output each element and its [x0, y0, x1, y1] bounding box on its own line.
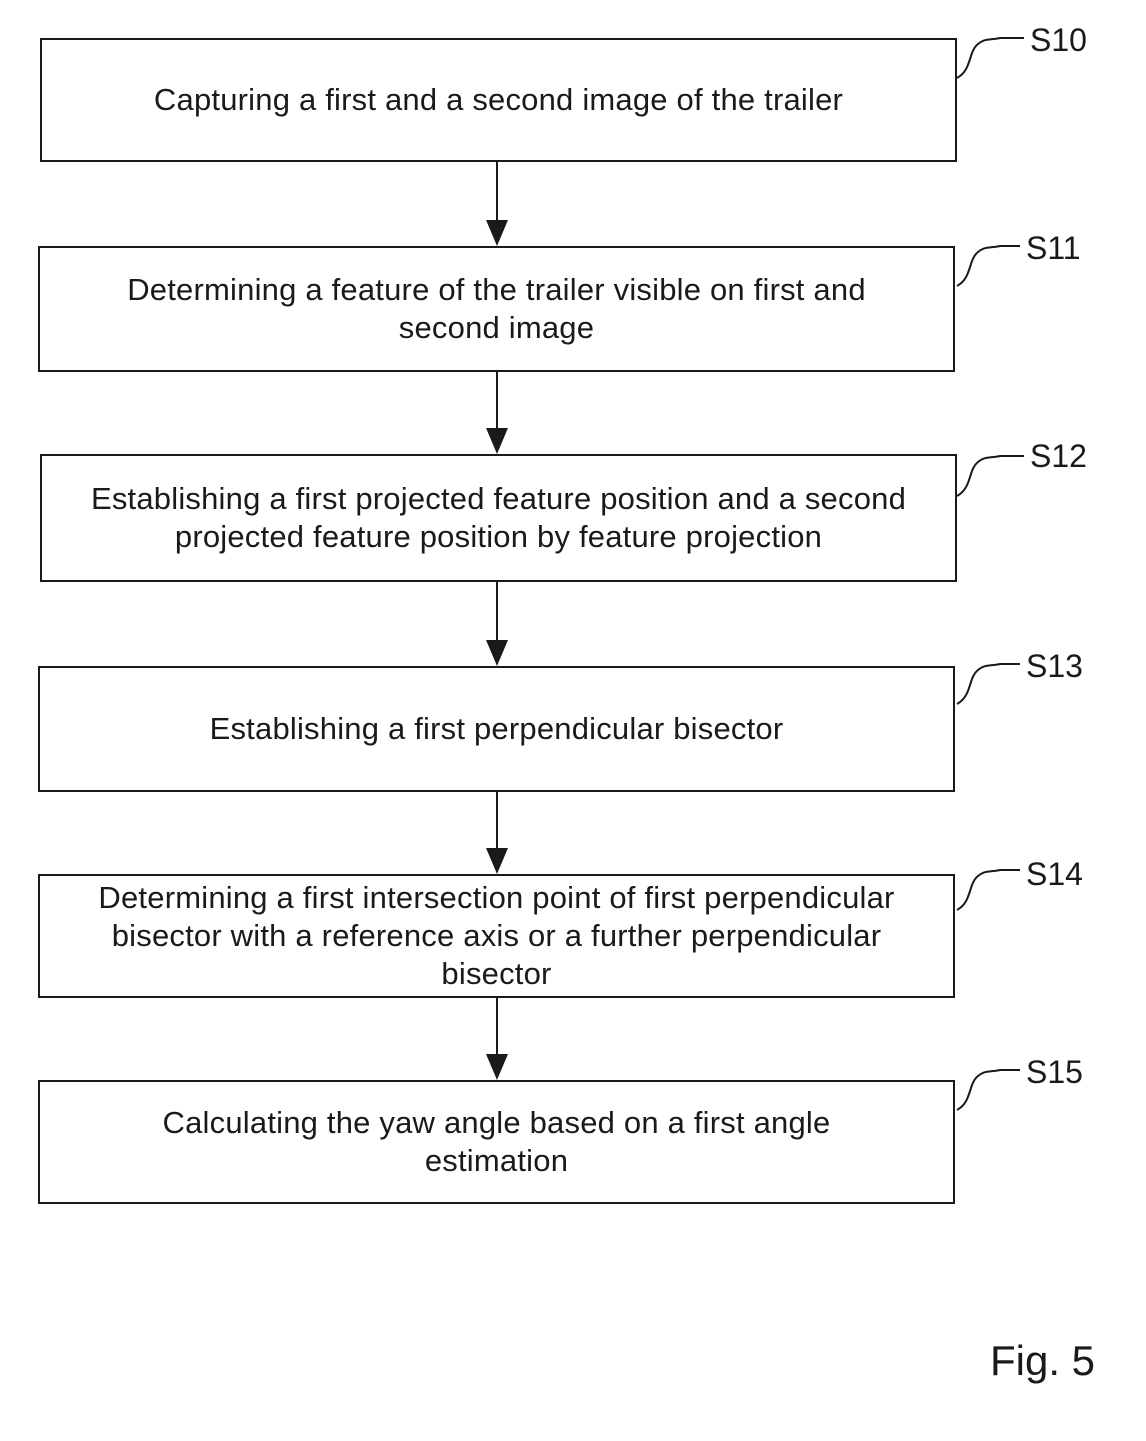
step-label-s14: S14: [1026, 856, 1083, 892]
step-text-s15: Calculating the yaw angle based on a fir…: [161, 1104, 833, 1180]
step-text-s14: Determining a first intersection point o…: [96, 879, 896, 993]
leader-s10: [957, 38, 1024, 78]
leader-s14: [957, 870, 1020, 910]
leader-s13: [957, 664, 1020, 704]
leader-s12: [957, 456, 1024, 496]
step-label-s11: S11: [1026, 230, 1081, 266]
leader-s11: [957, 246, 1020, 286]
step-label-s15: S15: [1026, 1054, 1083, 1090]
arrowhead-s14: [486, 848, 508, 874]
step-box-s10: Capturing a first and a second image of …: [40, 38, 957, 162]
leader-s15: [957, 1070, 1020, 1110]
figure-label: Fig. 5: [990, 1338, 1095, 1384]
step-box-s12: Establishing a first projected feature p…: [40, 454, 957, 582]
step-text-s11: Determining a feature of the trailer vis…: [125, 271, 868, 347]
arrowhead-s13: [486, 640, 508, 666]
step-box-s11: Determining a feature of the trailer vis…: [38, 246, 955, 372]
step-box-s14: Determining a first intersection point o…: [38, 874, 955, 998]
arrowhead-s12: [486, 428, 508, 454]
step-label-s13: S13: [1026, 648, 1083, 684]
arrowhead-s11: [486, 220, 508, 246]
step-label-s10: S10: [1030, 22, 1087, 58]
step-box-s13: Establishing a first perpendicular bisec…: [38, 666, 955, 792]
step-box-s15: Calculating the yaw angle based on a fir…: [38, 1080, 955, 1204]
step-text-s13: Establishing a first perpendicular bisec…: [208, 710, 786, 748]
arrowhead-s15: [486, 1054, 508, 1080]
step-label-s12: S12: [1030, 438, 1087, 474]
step-text-s12: Establishing a first projected feature p…: [89, 480, 908, 556]
step-text-s10: Capturing a first and a second image of …: [152, 81, 845, 119]
